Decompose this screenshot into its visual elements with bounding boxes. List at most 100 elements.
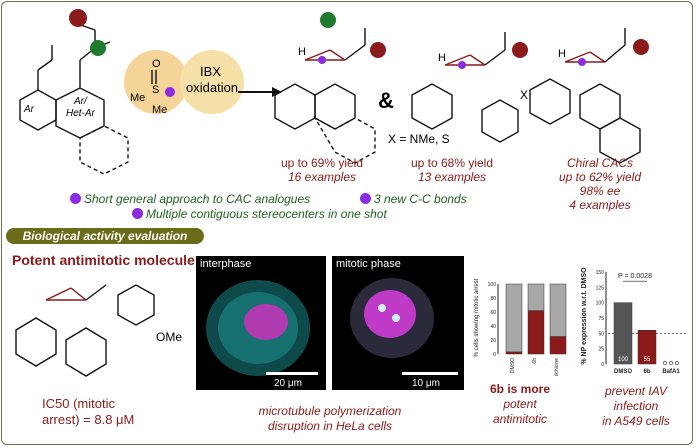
reagent-me-right: Me <box>152 104 168 116</box>
x-atom: X <box>520 88 529 102</box>
chart2-xtick: BafA1 <box>662 369 680 375</box>
chart2-pvalue: P = 0.0028 <box>618 273 652 280</box>
p3-line3: 98% ee <box>579 184 621 198</box>
bullet-2: 3 new C-C bonds <box>360 192 467 206</box>
mitotic-arrest-chart: % cells showing mitotic arrest 0 20 40 60 80 1… <box>474 278 567 376</box>
iav-line2: infection <box>613 399 659 413</box>
product-2 <box>411 32 519 143</box>
chart1-bar <box>549 336 567 355</box>
chart2-ytick: 75 <box>598 316 604 322</box>
chart2-point <box>669 361 673 365</box>
chart1-ylabel: % cells showing mitotic arrest <box>474 278 480 357</box>
chart2-ytick: 150 <box>596 270 605 276</box>
bullet-dot-icon <box>360 193 371 204</box>
reagent-me-left: Me <box>130 92 146 104</box>
chart1-ytick: 80 <box>490 296 496 302</box>
mitotic-cell-art <box>350 278 434 358</box>
reagent-o: O <box>152 58 161 70</box>
chart1-ytick: 0 <box>493 352 496 358</box>
chart2-point <box>675 361 679 365</box>
np-expression-chart: % NP expression w.r.t. DMSO0255075100125… <box>581 267 686 375</box>
interphase-cell-art <box>206 280 310 376</box>
product-2-yield: up to 68% yield 13 examples <box>392 156 512 184</box>
potent-title: Potent antimitotic molecule <box>12 252 195 268</box>
p3-line4: 4 examples <box>569 198 631 212</box>
chart1-bar <box>527 283 545 311</box>
p1-line2: 16 examples <box>287 170 357 184</box>
iav-line1: prevent IAV <box>604 384 668 398</box>
bullet-1: Short general approach to CAC analogues <box>70 192 310 206</box>
chart2-point <box>663 361 667 365</box>
bullet-dot-icon <box>70 193 81 204</box>
chart1-ytick: 60 <box>490 310 496 316</box>
ic50-line2: arrest) = 8.8 μM <box>42 412 135 427</box>
mitotic-image: mitotic phase 10 μm <box>332 256 464 390</box>
interphase-image: interphase 20 μm <box>196 256 326 390</box>
p3-line1: Chiral CACs <box>566 156 633 170</box>
p2-line1: up to 68% yield <box>410 156 494 170</box>
ring-label-hetar-2: Het-Ar <box>66 108 95 119</box>
scalebar-1 <box>266 372 318 375</box>
reaction-scheme <box>19 9 649 175</box>
micro-caption-2: disruption in HeLa cells <box>267 419 393 433</box>
chart1-ytick: 20 <box>490 338 496 344</box>
microscopy-caption: microtubule polymerization disruption in… <box>196 404 464 434</box>
p1-line1: up to 69% yield <box>280 156 364 170</box>
product-1-yield: up to 69% yield 16 examples <box>262 156 382 184</box>
chart1-bar <box>505 283 523 353</box>
product-3-yield: Chiral CACs up to 62% yield 98% ee 4 exa… <box>540 156 660 212</box>
p3-line2: up to 62% yield <box>558 170 642 184</box>
scalebar-2 <box>402 372 458 375</box>
p2-line2: 13 examples <box>417 170 487 184</box>
ic50-text: IC50 (mitotic arrest) = 8.8 μM <box>42 396 134 428</box>
x-definition: X = NMe, S <box>388 132 450 146</box>
chart1-ytick: 40 <box>490 324 496 330</box>
chart1-caption: 6b is more potent antimitotic <box>474 382 566 427</box>
chart2-xtick: DMSO <box>614 369 632 375</box>
chart2-bar <box>637 330 657 365</box>
chart1-xtick: DMSO <box>510 358 516 373</box>
chart1-bar <box>549 283 567 337</box>
ring-label-ar: Ar <box>24 104 34 115</box>
reagent-s: S <box>152 84 160 96</box>
h-label-2: H <box>438 52 446 64</box>
h-label-1: H <box>298 46 306 58</box>
chart2-ytick: 0 <box>601 362 604 368</box>
product-1 <box>274 28 376 164</box>
chart2-value-label: 100 <box>618 357 629 363</box>
chart2-ylabel: % NP expression w.r.t. DMSO <box>581 267 588 365</box>
ampersand: & <box>378 88 394 113</box>
chart2-ytick: 125 <box>596 285 605 291</box>
chart1-bar <box>527 310 545 355</box>
interphase-label: interphase <box>200 258 252 270</box>
chart1-xtick: 6b <box>532 358 538 364</box>
chart2-xtick: 6b <box>643 369 650 375</box>
chart1-xtick: Colchicine <box>554 358 560 376</box>
scale-label-1: 20 μm <box>274 378 302 389</box>
cap6b-line1: 6b is more <box>489 382 551 396</box>
h-label-3: H <box>558 48 566 60</box>
oxidant-label-1: IBX <box>200 64 221 79</box>
compound-6b-structure <box>15 284 155 377</box>
oxidant-circle <box>180 50 244 114</box>
chart2-caption: prevent IAV infection in A549 cells <box>584 384 688 429</box>
chart1-ytick: 100 <box>488 282 497 288</box>
cap6b-line3: antimitotic <box>492 412 548 426</box>
chart2-ytick: 50 <box>598 331 604 337</box>
chart1-bar <box>505 351 523 355</box>
product-3 <box>529 28 641 164</box>
ic50-line1: IC50 (mitotic <box>42 396 115 411</box>
ome-label: OMe <box>156 330 183 344</box>
bullet-dot-icon <box>132 208 143 219</box>
chart2-bar <box>613 302 633 365</box>
chart2-value-label: 55 <box>644 357 651 363</box>
oxidant-label-2: oxidation <box>186 80 239 95</box>
iav-line3: in A549 cells <box>602 414 670 428</box>
chart2-ytick: 100 <box>596 301 605 307</box>
ring-label-hetar-1: Ar/ <box>74 96 87 107</box>
bio-banner: Biological activity evaluation <box>6 228 204 244</box>
cap6b-line2: potent <box>503 397 537 411</box>
bullet-3: Multiple contiguous stereocenters in one… <box>132 207 387 221</box>
micro-caption-1: microtubule polymerization <box>258 404 402 418</box>
